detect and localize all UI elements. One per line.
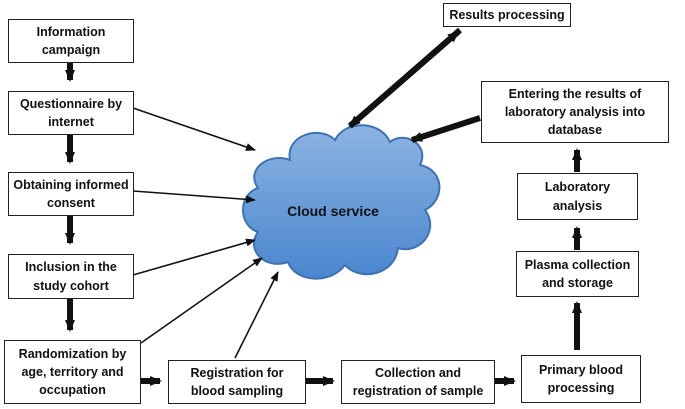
- node-entering-results: Entering the results of laboratory analy…: [481, 81, 669, 143]
- node-questionnaire: Questionnaire by internet: [8, 91, 134, 135]
- arrow-entering-to-cloud: [410, 115, 481, 143]
- node-inclusion: Inclusion in the study cohort: [8, 254, 134, 299]
- node-randomization: Randomization by age, territory and occu…: [4, 340, 141, 404]
- node-collection: Collection and registration of sample: [341, 360, 495, 404]
- node-results-processing: Results processing: [443, 3, 571, 27]
- node-informed-consent: Obtaining informed consent: [8, 172, 134, 216]
- node-registration: Registration for blood sampling: [168, 360, 306, 404]
- arrow-cloud-results-b: [348, 29, 460, 129]
- arrow-questionnaire-to-cloud: [132, 107, 256, 151]
- arrow-randomization-to-cloud: [140, 257, 263, 344]
- arrow-registration-to-cloud: [234, 271, 279, 359]
- cloud-shape: [242, 124, 441, 280]
- arrow-consent-to-cloud: [132, 190, 256, 204]
- node-primary-processing: Primary blood processing: [521, 355, 641, 403]
- node-lab-analysis: Laboratory analysis: [517, 173, 638, 220]
- node-plasma: Plasma collection and storage: [516, 251, 639, 297]
- node-information-campaign: Information campaign: [8, 19, 134, 63]
- arrow-inclusion-to-cloud: [132, 238, 256, 276]
- cloud-service-label: Cloud service: [287, 203, 379, 219]
